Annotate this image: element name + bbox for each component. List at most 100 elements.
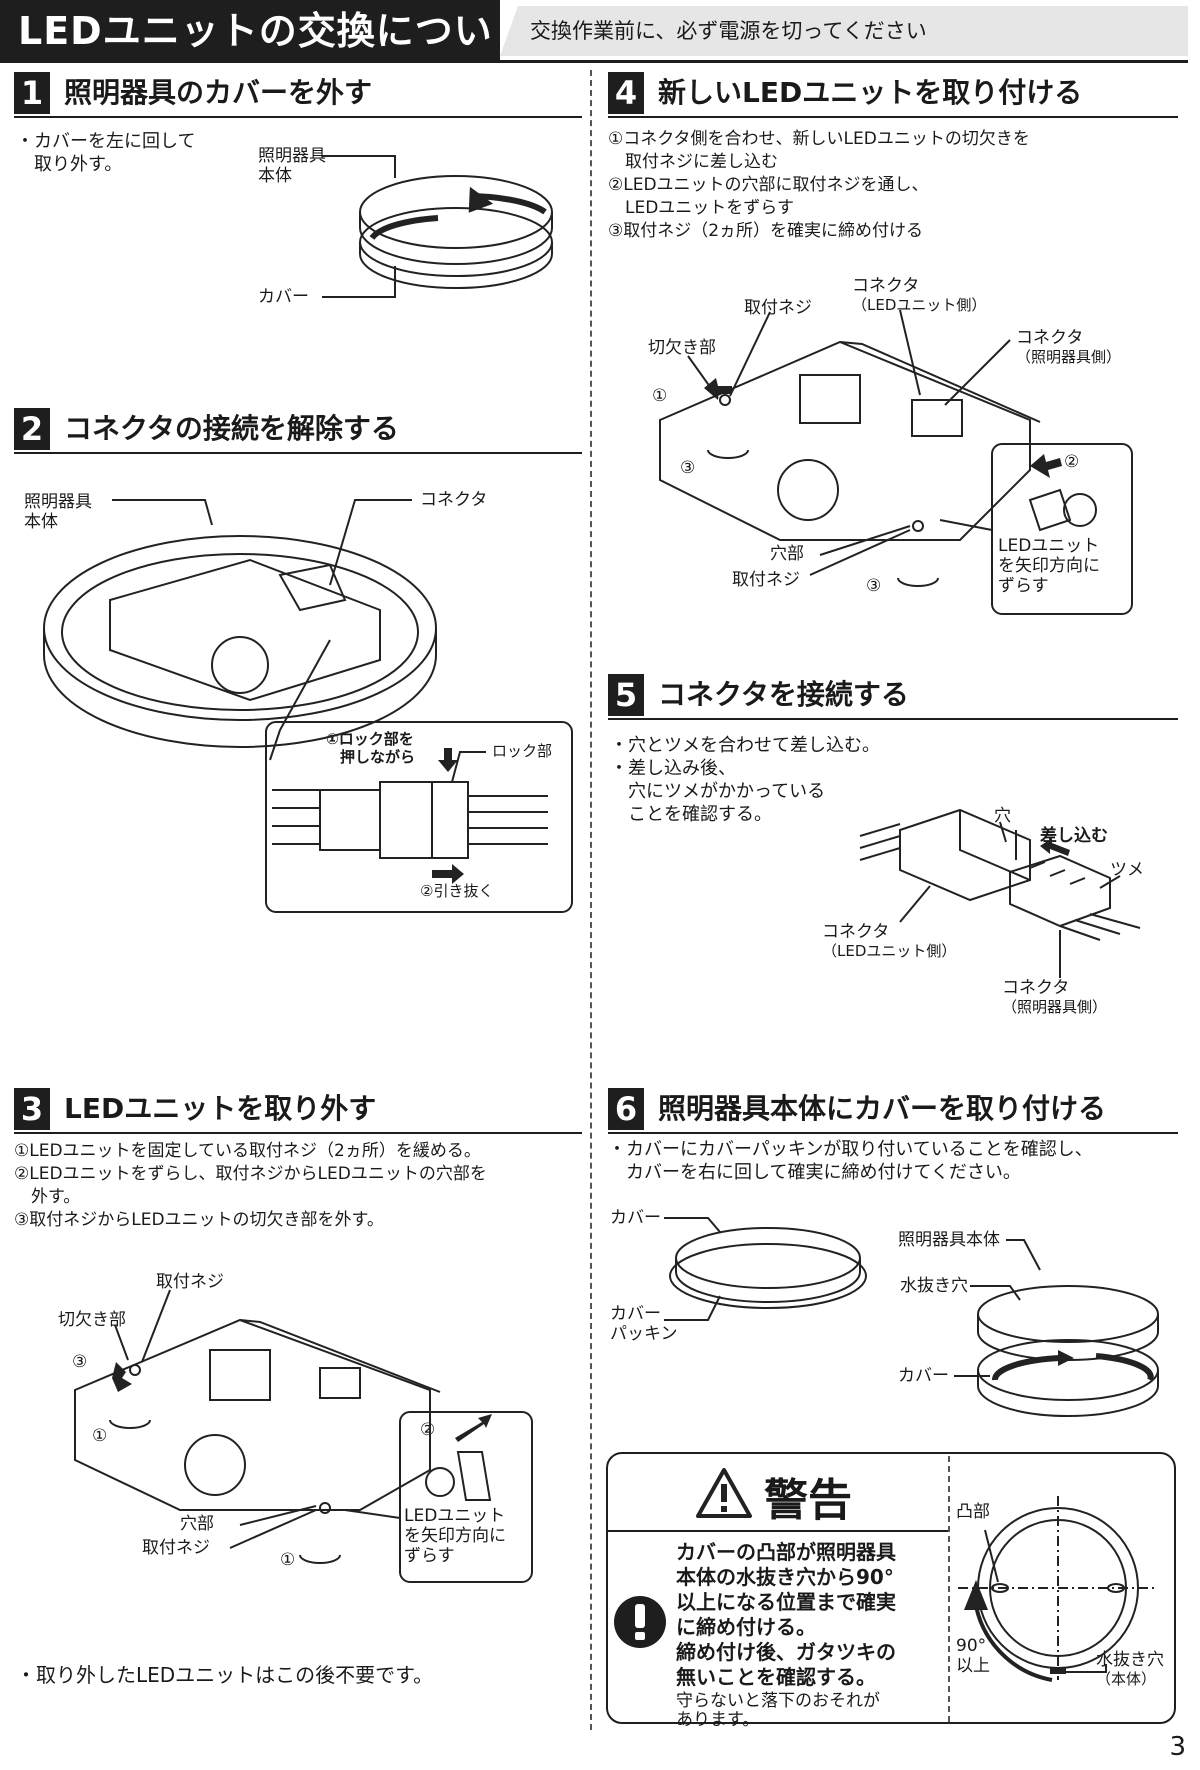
label-line: パッキン bbox=[610, 1324, 678, 1344]
section-4-number: 4 bbox=[608, 72, 644, 114]
warning-triangle-icon bbox=[696, 1468, 752, 1518]
step-1-marker: ① bbox=[652, 386, 668, 406]
label-line: を矢印方向に bbox=[998, 556, 1100, 576]
section-6-number: 6 bbox=[608, 1088, 644, 1130]
section-4-illustration bbox=[659, 309, 1133, 615]
step-1-marker: ① bbox=[92, 1426, 108, 1446]
section-4-title: 新しいLEDユニットを取り付ける bbox=[658, 76, 1083, 109]
label-mount-screw-2: 取付ネジ bbox=[732, 570, 800, 590]
section-1-number: 1 bbox=[14, 72, 50, 114]
step-3-marker: ③ bbox=[72, 1352, 88, 1372]
text-line: 外す。 bbox=[14, 1187, 81, 1207]
label-cover-gasket: カバー パッキン bbox=[610, 1304, 678, 1344]
label-fixture-body: 照明器具 本体 bbox=[258, 146, 326, 186]
section-2-title: コネクタの接続を解除する bbox=[64, 412, 399, 445]
text-line: ①LEDユニットを固定している取付ネジ（2ヵ所）を緩める。 bbox=[14, 1141, 481, 1161]
label-line: 照明器具 bbox=[24, 492, 92, 512]
label-cover: カバー bbox=[610, 1208, 661, 1228]
text-line: カバーの凸部が照明器具 bbox=[676, 1540, 896, 1564]
power-off-notice: 交換作業前に、必ず電源を切ってください bbox=[500, 6, 1188, 56]
text-line: 以上になる位置まで確実 bbox=[676, 1590, 896, 1614]
section-4-heading: 4 新しいLEDユニットを取り付ける bbox=[608, 72, 1178, 118]
label-slide-unit: LEDユニット を矢印方向に ずらす bbox=[404, 1506, 506, 1566]
section-3-heading: 3 LEDユニットを取り外す bbox=[14, 1088, 582, 1134]
section-2-illustration bbox=[43, 499, 573, 913]
label-line: 押しながら bbox=[340, 748, 416, 766]
label-line: 以上 bbox=[956, 1656, 990, 1676]
text-line: ①コネクタ側を合わせ、新しいLEDユニットの切欠きを bbox=[608, 129, 1030, 149]
label-line: ずらす bbox=[404, 1546, 455, 1566]
label-line: コネクタ bbox=[1016, 328, 1084, 348]
label-mount-screw: 取付ネジ bbox=[744, 298, 812, 318]
label-mount-screw-2: 取付ネジ bbox=[142, 1538, 210, 1558]
label-connector-fixture: コネクタ （照明器具側） bbox=[1002, 978, 1107, 1016]
label-connector-led: コネクタ （LEDユニット側） bbox=[852, 276, 986, 314]
label-line: コネクタ bbox=[822, 922, 890, 942]
label-cover-2: カバー bbox=[898, 1366, 949, 1386]
text-line: 穴にツメがかかっている bbox=[610, 781, 826, 802]
section-4-text: ①コネクタ側を合わせ、新しいLEDユニットの切欠きを 取付ネジに差し込む ②LE… bbox=[608, 128, 1030, 243]
text-line: 守らないと落下のおそれが bbox=[676, 1691, 880, 1711]
label-pull-out: ②引き抜く bbox=[420, 882, 494, 900]
label-line: 本体 bbox=[24, 512, 58, 532]
label-line: カバー bbox=[610, 1304, 661, 1324]
warning-title: 警告 bbox=[764, 1475, 852, 1526]
text-line: 締め付け後、ガタツキの bbox=[676, 1640, 896, 1664]
section-3-text: ①LEDユニットを固定している取付ネジ（2ヵ所）を緩める。 ②LEDユニットをず… bbox=[14, 1140, 487, 1232]
text-line: ・カバーにカバーパッキンが取り付いていることを確認し、 bbox=[608, 1139, 1093, 1160]
section-3-title: LEDユニットを取り外す bbox=[64, 1092, 377, 1125]
section-5-illustration bbox=[859, 808, 1141, 978]
label-line: （LEDユニット側） bbox=[822, 942, 957, 960]
section-6-title: 照明器具本体にカバーを取り付ける bbox=[658, 1092, 1107, 1125]
label-line: LEDユニット bbox=[998, 536, 1100, 556]
section-3-illustration bbox=[74, 1289, 533, 1583]
step-3-marker: ③ bbox=[866, 576, 882, 596]
text-line: に締め付ける。 bbox=[676, 1615, 816, 1639]
text-line: ③取付ネジ（2ヵ所）を確実に締め付ける bbox=[608, 221, 924, 241]
section-2-number: 2 bbox=[14, 408, 50, 450]
page-number: 3 bbox=[1169, 1732, 1186, 1762]
text-line: LEDユニットをずらす bbox=[608, 198, 794, 218]
label-line: 照明器具 bbox=[258, 146, 326, 166]
section-6-heading: 6 照明器具本体にカバーを取り付ける bbox=[608, 1088, 1178, 1134]
section-2-heading: 2 コネクタの接続を解除する bbox=[14, 408, 582, 454]
label-line: コネクタ bbox=[1002, 978, 1070, 998]
label-claw: ツメ bbox=[1110, 860, 1144, 880]
section-6-illustration bbox=[664, 1217, 1159, 1417]
warning-box bbox=[606, 1452, 1176, 1724]
text-line: 本体の水抜き穴から90° bbox=[676, 1565, 894, 1589]
label-line: （照明器具側） bbox=[1016, 348, 1122, 366]
step-2-marker: ② bbox=[420, 1420, 436, 1440]
warning-divider bbox=[948, 1456, 950, 1722]
label-connector-led: コネクタ （LEDユニット側） bbox=[822, 922, 956, 960]
label-protrusion: 凸部 bbox=[956, 1502, 990, 1522]
section-1-illustration bbox=[322, 155, 553, 298]
text-line: 無いことを確認する。 bbox=[676, 1665, 876, 1689]
section-5-title: コネクタを接続する bbox=[658, 678, 909, 711]
label-mount-screw: 取付ネジ bbox=[156, 1272, 224, 1292]
text-line: ・差し込み後、 bbox=[610, 758, 736, 779]
section-3-footnote: ・取り外したLEDユニットはこの後不要です。 bbox=[16, 1663, 434, 1687]
step-3-marker: ③ bbox=[680, 458, 696, 478]
label-line: 本体 bbox=[258, 166, 292, 186]
text-line: ③取付ネジからLEDユニットの切欠き部を外す。 bbox=[14, 1210, 384, 1230]
label-slide-unit: LEDユニット を矢印方向に ずらす bbox=[998, 536, 1100, 596]
section-1-text: ・カバーを左に回して 取り外す。 bbox=[16, 130, 195, 176]
label-line: （本体） bbox=[1096, 1670, 1157, 1688]
text-line: ②LEDユニットの穴部に取付ネジを通し、 bbox=[608, 175, 929, 195]
text-line: ことを確認する。 bbox=[610, 804, 772, 825]
text-line: カバーを右に回して確実に締め付けてください。 bbox=[608, 1162, 1021, 1183]
section-1-heading: 1 照明器具のカバーを外す bbox=[14, 72, 582, 118]
step-2-marker: ② bbox=[1064, 452, 1080, 472]
label-line: ずらす bbox=[998, 576, 1049, 596]
label-notch: 切欠き部 bbox=[648, 338, 716, 358]
label-line: （LEDユニット側） bbox=[852, 296, 987, 314]
label-drain-hole-body: 水抜き穴 （本体） bbox=[1096, 1650, 1164, 1688]
text-line: ・カバーを左に回して bbox=[16, 131, 196, 152]
label-connector-fixture: コネクタ （照明器具側） bbox=[1016, 328, 1121, 366]
section-1-title: 照明器具のカバーを外す bbox=[64, 76, 373, 109]
exclamation-icon bbox=[614, 1596, 666, 1648]
text-line: あります。 bbox=[676, 1710, 760, 1730]
label-hole: 穴 bbox=[994, 806, 1011, 826]
label-line: （照明器具側） bbox=[1002, 998, 1108, 1016]
